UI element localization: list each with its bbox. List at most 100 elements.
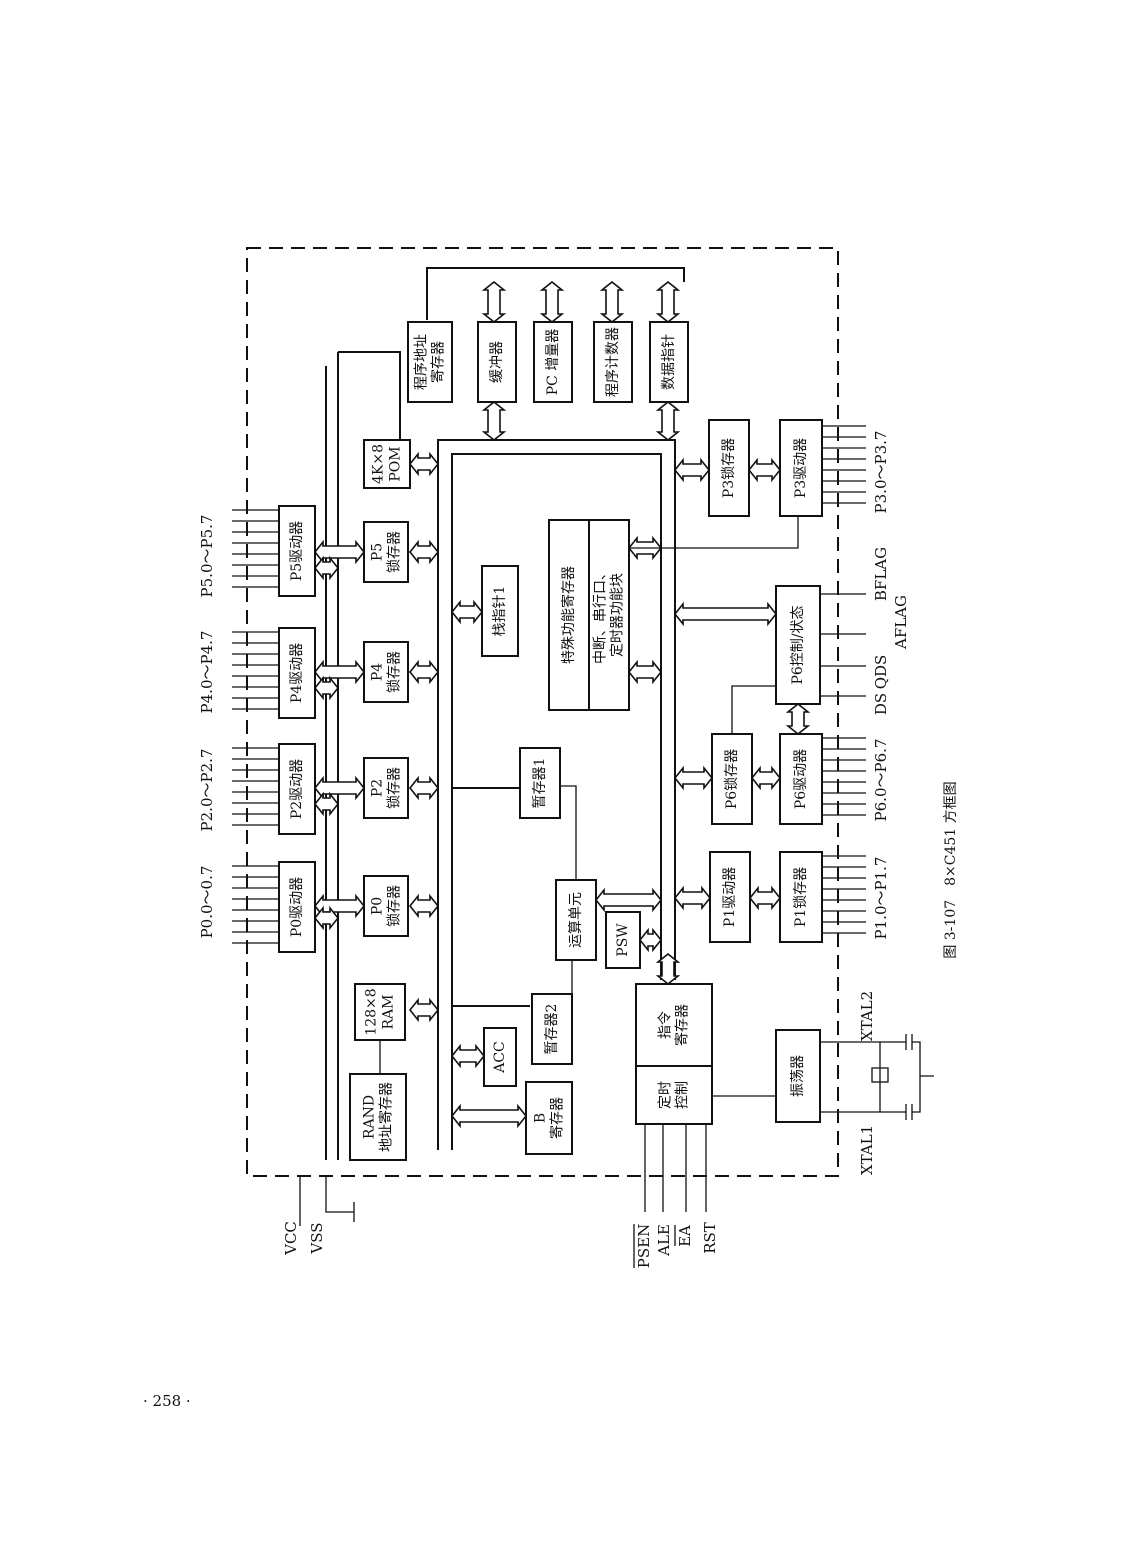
prog-counter-label: 程序计数器 <box>605 327 621 397</box>
p6-latch-block: P6锁存器 <box>711 733 753 825</box>
internal-bus <box>437 439 676 1150</box>
p4-driver-block: P4驱动器 <box>278 627 316 719</box>
crystal-capacitors-icon <box>880 1034 934 1120</box>
b-reg-label: 寄存器 <box>549 1097 566 1139</box>
p6-ctrl-block: P6控制/状态 <box>775 585 821 705</box>
p2-latch-label: 锁存器 <box>387 767 403 809</box>
oscillator-block: 振荡器 <box>775 1029 821 1123</box>
psw-label: PSW <box>615 923 631 957</box>
p5-to-bus <box>408 539 440 565</box>
signal-vcc: VCC <box>282 1221 300 1256</box>
p3-latch-to-driver <box>747 457 782 483</box>
signal-p1: P1.0～P1.7 <box>872 857 890 940</box>
pc-incr-block: PC 增量器 <box>533 321 573 403</box>
instr-reg-label: 寄存器 <box>674 1004 691 1046</box>
p2-driver-block: P2驱动器 <box>278 743 316 835</box>
oscillator-label: 振荡器 <box>790 1055 806 1097</box>
acc-block: ACC <box>483 1027 517 1087</box>
signal-p3: P3.0～P3.7 <box>872 431 890 514</box>
rom-to-bus <box>408 451 440 477</box>
signal-p6: P6.0～P6.7 <box>872 739 890 822</box>
temp-reg1-block: 暂存器1 <box>519 747 561 819</box>
crystal-icon <box>871 1067 889 1083</box>
rand-addr-reg-label: RAND <box>362 1095 378 1139</box>
ram-label: 128×8 <box>364 988 380 1035</box>
alu-label: 运算单元 <box>568 892 584 948</box>
alu-out-bus <box>594 887 663 913</box>
p4-latch-label: 锁存器 <box>387 651 403 693</box>
prog-addr-reg-label: 寄存器 <box>430 341 447 383</box>
b-reg-bus <box>450 1103 528 1129</box>
alu-feed <box>452 787 530 1007</box>
temp-to-alu <box>560 785 577 994</box>
p2-driver-to-port-bus <box>313 791 340 817</box>
p1-driver-label: P1驱动器 <box>722 867 738 927</box>
p2-to-bus <box>408 775 440 801</box>
signal-qds: QDS <box>872 655 890 690</box>
p0-latch-label: P0 <box>370 897 386 915</box>
p0-latch-label: 锁存器 <box>387 885 403 927</box>
signal-xtal2: XTAL2 <box>858 991 876 1041</box>
p3-to-sfr <box>629 516 799 549</box>
p1-latch-label: P1锁存器 <box>793 867 809 927</box>
p1-driver-block: P1驱动器 <box>709 851 751 943</box>
rom-label: 4K×8 <box>371 444 387 484</box>
p3-latch-bus <box>673 457 711 483</box>
sfr-bus-bottom <box>627 659 663 685</box>
data-pointer-label: 数据指针 <box>661 334 677 390</box>
p6-latch-label: P6锁存器 <box>724 749 740 809</box>
osc-wiring <box>712 1041 881 1113</box>
temp-reg1-label: 暂存器1 <box>532 758 548 809</box>
signal-p2: P2.0～P2.7 <box>198 749 216 832</box>
sfr-sub-label: 定时器功能块 <box>610 573 626 657</box>
p3-latch-label: P3锁存器 <box>721 438 737 498</box>
p4-driver-to-port-bus <box>313 675 340 701</box>
prog-counter-block: 程序计数器 <box>593 321 633 403</box>
rom-bus-line <box>338 351 401 448</box>
port-bus-left <box>325 352 339 1160</box>
p0-driver-label: P0驱动器 <box>289 877 305 937</box>
signal-rst: RST <box>701 1222 719 1254</box>
data-pointer-block: 数据指针 <box>649 321 689 403</box>
ram-label: RAM <box>381 995 397 1030</box>
buffer-label: 缓冲器 <box>489 341 505 383</box>
p1-driver-bus <box>673 885 712 911</box>
prog-addr-reg-block: 程序地址寄存器 <box>407 321 453 403</box>
signal-p5: P5.0～P5.7 <box>198 515 216 598</box>
page-number: · 258 · <box>143 1392 191 1410</box>
addr-loop <box>426 267 685 320</box>
instr-reg-label: 指令 <box>658 1011 674 1039</box>
p4-latch-label: P4 <box>370 663 386 681</box>
p4-driver-label: P4驱动器 <box>289 643 305 703</box>
psw-block: PSW <box>605 911 641 969</box>
temp-reg2-label: 暂存器2 <box>544 1004 560 1055</box>
sfr-sub-block: 中断、串行口、定时器功能块 <box>588 519 630 711</box>
buffer-bus-bottom <box>481 400 507 442</box>
p5-latch-label: P5 <box>370 543 386 561</box>
p5-driver-label: P5驱动器 <box>289 521 305 581</box>
p0-to-bus <box>408 893 440 919</box>
p1-latch-block: P1锁存器 <box>779 851 823 943</box>
stack-ptr-block: 栈指针1 <box>481 565 519 657</box>
signal-ale: ALE <box>655 1224 673 1257</box>
stack-pointer-bus <box>450 599 484 625</box>
buffer-block: 缓冲器 <box>477 321 517 403</box>
p6-driver-block: P6驱动器 <box>779 733 823 825</box>
p5-latch-label: 锁存器 <box>387 531 403 573</box>
pc-incr-bus <box>539 280 565 324</box>
signal-bflag: BFLAG <box>872 547 890 601</box>
stack-ptr-label: 栈指针1 <box>492 586 508 637</box>
data-pointer-bus <box>655 280 681 324</box>
alu-block: 运算单元 <box>555 879 597 961</box>
sfr-label: 特殊功能寄存器 <box>560 566 577 664</box>
ram-to-bus <box>408 997 440 1023</box>
